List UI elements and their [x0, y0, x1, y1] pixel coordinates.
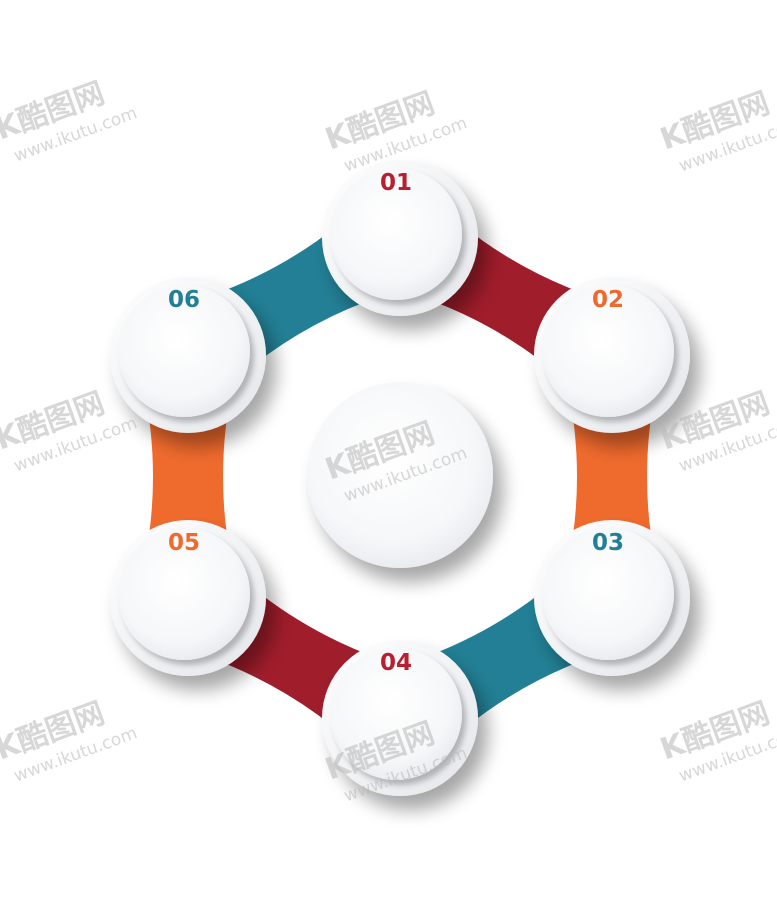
node-04: 04	[322, 640, 478, 796]
node-inner-disc	[330, 168, 462, 300]
node-label: 04	[380, 650, 412, 676]
center-disc	[307, 382, 493, 568]
node-inner-disc	[118, 528, 250, 660]
node-02: 02	[534, 277, 690, 433]
node-group: 01 02 03 04 05 06	[110, 160, 690, 796]
node-label: 02	[592, 287, 624, 313]
node-03: 03	[534, 520, 690, 676]
node-label: 01	[380, 170, 412, 196]
node-01: 01	[322, 160, 478, 316]
node-inner-disc	[330, 648, 462, 780]
node-06: 06	[110, 277, 266, 433]
node-label: 05	[168, 530, 200, 556]
node-05: 05	[110, 520, 266, 676]
node-inner-disc	[118, 285, 250, 417]
node-label: 03	[592, 530, 624, 556]
node-inner-disc	[542, 528, 674, 660]
node-label: 06	[168, 287, 200, 313]
center-node	[307, 382, 493, 568]
node-inner-disc	[542, 285, 674, 417]
